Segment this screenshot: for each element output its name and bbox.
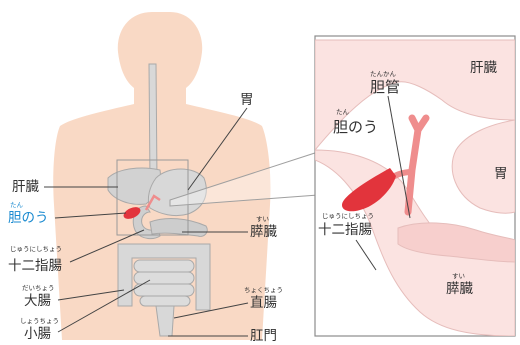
label-large-intestine-furigana: だいちょう xyxy=(22,284,55,292)
zoom-label-duodenum-furigana: じゅうにしちょう xyxy=(322,212,374,220)
label-stomach-text: 胃 xyxy=(240,92,254,108)
label-rectum-text: 直腸 xyxy=(250,295,277,311)
zoom-label-liver: 肝臓 xyxy=(470,60,497,76)
label-pancreas-text: 膵臓 xyxy=(250,224,277,240)
label-rectum-furigana: ちょくちょう xyxy=(244,286,283,294)
label-gallbladder-furigana: たん xyxy=(10,201,24,209)
label-anus-text: 肛門 xyxy=(250,328,277,344)
zoom-label-pancreas: 膵臓 xyxy=(446,281,473,297)
zoom-label-duodenum: 十二指腸 xyxy=(318,222,372,238)
label-duodenum-furigana: じゅうにしちょう xyxy=(10,245,62,253)
zoom-label-bile-duct: 胆管 xyxy=(370,78,400,96)
label-liver-text: 肝臓 xyxy=(12,179,39,195)
label-duodenum-text: 十二指腸 xyxy=(8,258,62,274)
zoom-label-bile-duct-furigana: たんかん xyxy=(370,70,397,78)
zoom-panel: 肝臓 たんかん 胆管 たん 胆のう 胃 じゅうにしちょう 十二指腸 すい 膵臓 xyxy=(315,36,515,336)
zoom-label-gallbladder-furigana: たん xyxy=(336,108,350,116)
esophagus xyxy=(149,64,157,180)
small-intestine xyxy=(134,260,194,306)
label-large-intestine-text: 大腸 xyxy=(24,293,51,309)
label-small-intestine-text: 小腸 xyxy=(24,326,51,342)
label-gallbladder-text: 胆のう xyxy=(8,210,49,226)
zoom-label-pancreas-furigana: すい xyxy=(452,272,465,280)
label-pancreas-furigana: すい xyxy=(256,215,269,223)
zoom-label-stomach: 胃 xyxy=(494,166,508,182)
label-small-intestine-furigana: しょうちょう xyxy=(20,317,59,325)
zoom-label-gallbladder: 胆のう xyxy=(333,118,378,136)
